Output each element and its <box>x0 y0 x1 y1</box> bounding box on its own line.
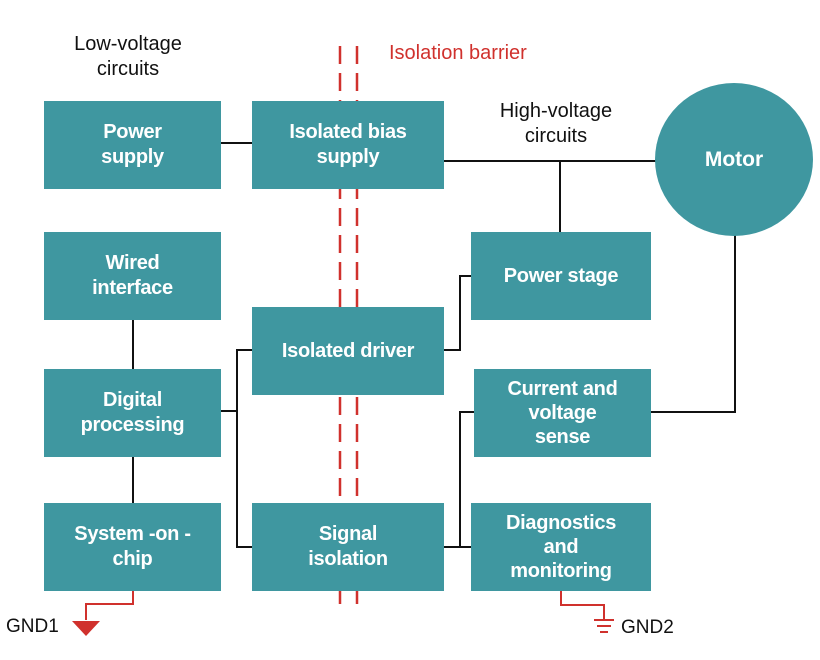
wire-dsp-bus <box>221 349 252 412</box>
wire-dsp-bus-down <box>236 411 252 548</box>
gnd1-label: GND1 <box>6 616 59 637</box>
gnd2-label: GND2 <box>621 617 674 638</box>
isolation-barrier-label: Isolation barrier <box>389 42 527 64</box>
gnd1-symbol <box>72 591 134 636</box>
wire-sense-to-motor <box>651 235 736 413</box>
wires <box>132 142 736 548</box>
isolated-driver-block: Isolated driver <box>252 307 444 395</box>
wire-signal-to-sense <box>444 411 474 548</box>
power-stage-block: Power stage <box>471 232 651 320</box>
system-on-chip-block: System -on -chip <box>44 503 221 591</box>
gnd2-symbol <box>560 591 614 633</box>
low-voltage-label: Low-voltage circuits <box>74 33 182 80</box>
motor-circle: Motor <box>655 83 813 236</box>
high-voltage-label: High-voltage circuits <box>499 100 613 147</box>
wire-driver-to-stage <box>444 275 471 351</box>
motor-label: Motor <box>704 147 764 171</box>
